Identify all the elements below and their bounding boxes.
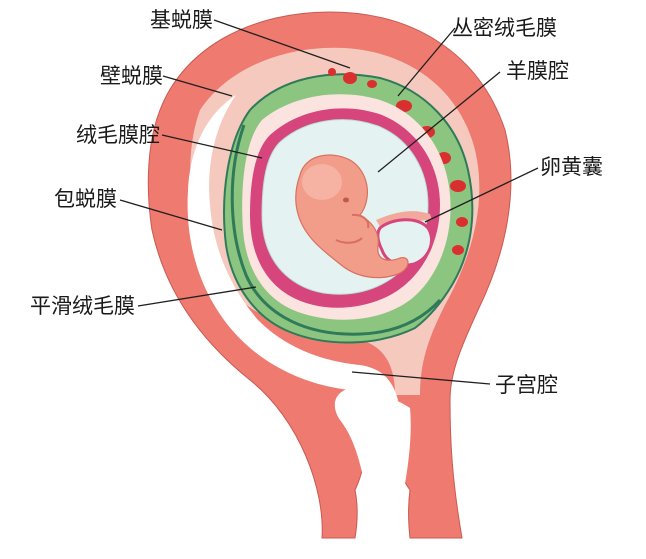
chorion-laeve [230,124,442,336]
leader-lines [119,19,539,385]
label-decidua-capsularis: 包蜕膜 [54,187,117,211]
embryo [295,154,409,279]
label-decidua-basalis: 基蜕膜 [150,8,213,32]
label-amniotic-cavity: 羊膜腔 [506,59,569,83]
uterine-cavity [187,95,398,412]
label-chorion-frondosum: 丛密绒毛膜 [452,16,557,40]
label-decidua-parietalis: 壁蜕膜 [100,64,163,88]
yolk-sac [376,218,433,267]
label-uterine-cavity: 子宫腔 [495,373,558,397]
uterine-cavity-lower [334,388,411,500]
label-chorionic-cavity: 绒毛膜腔 [76,123,160,147]
label-yolk-sac: 卵黄囊 [540,155,603,179]
label-chorion-laeve: 平滑绒毛膜 [30,294,135,318]
